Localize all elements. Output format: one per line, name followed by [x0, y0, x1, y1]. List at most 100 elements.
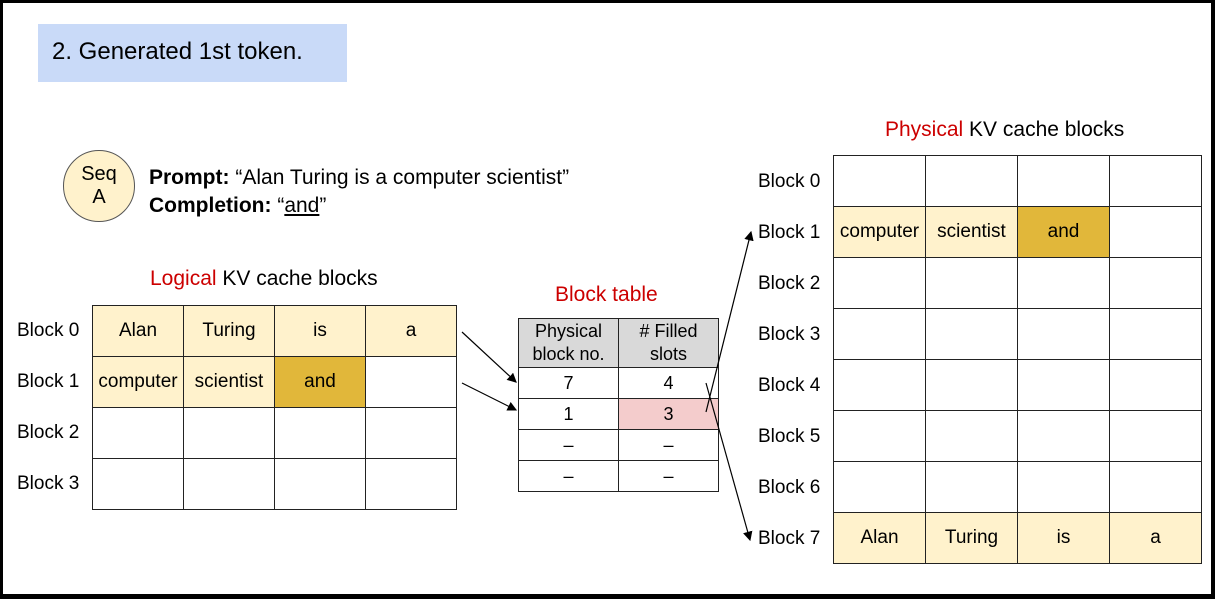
physical-row-label-3: Block 3	[758, 324, 821, 345]
logical-title-rest: KV cache blocks	[216, 267, 378, 290]
physical-cell: Turing	[925, 512, 1018, 564]
logical-cell: is	[274, 305, 366, 357]
arrow-table-to-physical7	[705, 382, 753, 542]
completion-open-quote: “	[277, 194, 285, 217]
physical-row-label-2: Block 2	[758, 273, 821, 294]
block-table-header-filled: # Filled slots	[618, 318, 719, 368]
physical-cell	[1109, 257, 1202, 309]
logical-row-label-1: Block 1	[17, 371, 80, 392]
physical-cell	[1017, 308, 1110, 360]
block-table-row: – –	[518, 460, 719, 492]
block-table-cell: –	[618, 460, 719, 492]
block-table-cell-updated: 3	[618, 398, 719, 430]
physical-row-label-6: Block 6	[758, 477, 821, 498]
logical-cell: Turing	[183, 305, 275, 357]
block-table-row: 1 3	[518, 398, 719, 430]
completion-close-quote: ”	[319, 194, 327, 217]
logical-cell	[274, 407, 366, 459]
logical-block-0: Alan Turing is a	[92, 305, 457, 357]
physical-block-5	[833, 410, 1202, 462]
completion-label: Completion:	[149, 194, 272, 217]
logical-row-label-0: Block 0	[17, 320, 80, 341]
physical-row-label-7: Block 7	[758, 528, 821, 549]
logical-cell	[365, 356, 457, 408]
physical-cell	[1017, 257, 1110, 309]
block-table: Physical block no. # Filled slots 7 4 1 …	[518, 318, 719, 492]
physical-row-label-1: Block 1	[758, 222, 821, 243]
block-table-cell: –	[618, 429, 719, 461]
logical-cell	[183, 458, 275, 510]
block-table-cell: 4	[618, 367, 719, 399]
completion-token: and	[284, 194, 320, 217]
logical-title: Logical KV cache blocks	[150, 267, 378, 291]
physical-cell	[1109, 461, 1202, 513]
completion-line: Completion: “and”	[149, 194, 326, 218]
physical-cell	[1017, 155, 1110, 207]
physical-title-rest: KV cache blocks	[963, 118, 1125, 141]
physical-kv-table: computer scientist and Alan Turing is	[833, 155, 1202, 564]
logical-cell: computer	[92, 356, 184, 408]
arrow-logical1-to-table	[461, 382, 518, 411]
logical-block-1: computer scientist and	[92, 356, 457, 408]
sequence-badge: Seq A	[63, 150, 135, 222]
prompt-line: Prompt: “Alan Turing is a computer scien…	[149, 166, 569, 190]
physical-row-label-5: Block 5	[758, 426, 821, 447]
logical-cell	[365, 458, 457, 510]
header-physical-line2: block no.	[532, 344, 605, 364]
physical-row-label-4: Block 4	[758, 375, 821, 396]
arrow-table-to-physical1	[705, 230, 754, 413]
physical-cell	[833, 257, 926, 309]
logical-row-label-3: Block 3	[17, 473, 80, 494]
physical-title: Physical KV cache blocks	[885, 118, 1124, 142]
physical-cell	[925, 308, 1018, 360]
logical-cell: scientist	[183, 356, 275, 408]
sequence-badge-line2: A	[92, 186, 106, 208]
physical-block-1: computer scientist and	[833, 206, 1202, 258]
physical-block-7: Alan Turing is a	[833, 512, 1202, 564]
arrow-logical0-to-table	[461, 331, 517, 383]
physical-block-3	[833, 308, 1202, 360]
physical-title-highlight: Physical	[885, 118, 964, 141]
prompt-label: Prompt:	[149, 166, 230, 189]
physical-cell	[1017, 410, 1110, 462]
block-table-cell: –	[518, 460, 619, 492]
block-table-row: 7 4	[518, 367, 719, 399]
header-filled-line2: slots	[649, 344, 687, 364]
physical-cell	[925, 155, 1018, 207]
physical-cell-new-token: and	[1017, 206, 1110, 258]
step-title-box: 2. Generated 1st token.	[38, 24, 347, 82]
logical-cell	[92, 458, 184, 510]
logical-row-label-2: Block 2	[17, 422, 80, 443]
physical-cell	[1109, 359, 1202, 411]
physical-cell	[1109, 155, 1202, 207]
physical-cell: Alan	[833, 512, 926, 564]
physical-cell	[833, 308, 926, 360]
logical-cell	[274, 458, 366, 510]
header-filled-line1: # Filled	[639, 321, 698, 341]
logical-title-highlight: Logical	[150, 267, 217, 290]
step-title: 2. Generated 1st token.	[52, 38, 303, 65]
block-table-title: Block table	[555, 283, 658, 306]
logical-cell-new-token: and	[274, 356, 366, 408]
physical-row-label-0: Block 0	[758, 171, 821, 192]
physical-cell	[925, 359, 1018, 411]
sequence-badge-line1: Seq	[81, 163, 117, 185]
physical-block-2	[833, 257, 1202, 309]
physical-cell	[925, 461, 1018, 513]
physical-cell: is	[1017, 512, 1110, 564]
physical-block-0	[833, 155, 1202, 207]
logical-kv-table: Alan Turing is a computer scientist and	[92, 305, 457, 510]
prompt-text: “Alan Turing is a computer scientist”	[235, 166, 570, 189]
header-physical-line1: Physical	[534, 321, 603, 341]
physical-cell	[925, 257, 1018, 309]
physical-cell	[1017, 359, 1110, 411]
logical-block-3	[92, 458, 457, 510]
block-table-row: – –	[518, 429, 719, 461]
physical-cell	[833, 461, 926, 513]
logical-cell: Alan	[92, 305, 184, 357]
logical-block-2	[92, 407, 457, 459]
physical-block-4	[833, 359, 1202, 411]
physical-cell: a	[1109, 512, 1202, 564]
physical-cell	[1017, 461, 1110, 513]
